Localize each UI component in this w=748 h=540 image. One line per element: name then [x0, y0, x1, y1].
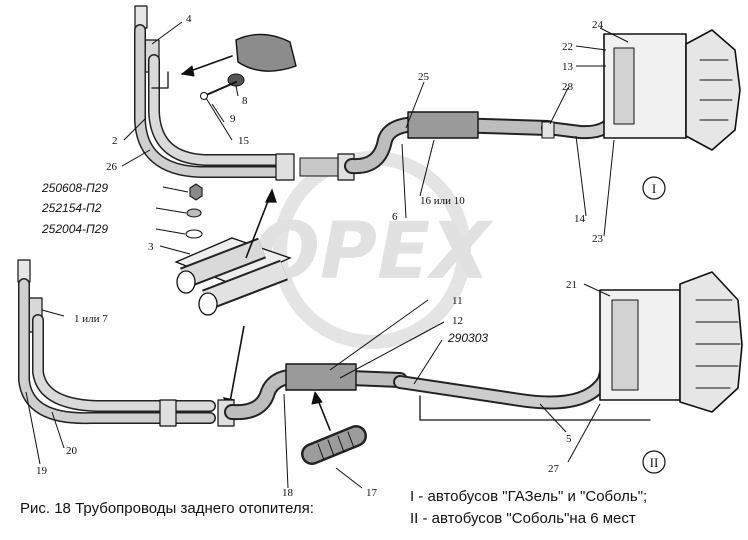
- label-21: 21: [566, 279, 577, 291]
- figure-caption: Рис. 18 Трубопроводы заднего отопителя:: [20, 500, 314, 517]
- label-20: 20: [66, 445, 78, 457]
- label-14: 14: [574, 213, 586, 225]
- spring-washer-icon: [186, 208, 202, 218]
- label-28: 28: [562, 81, 574, 93]
- caption-line-II: II - автобусов "Соболь"на 6 мест: [410, 510, 636, 527]
- label-252004-P29: 252004-П29: [41, 222, 108, 236]
- label-6: 6: [392, 211, 398, 223]
- heater-core-II: [611, 299, 639, 391]
- clamp-8: [235, 33, 297, 72]
- label-27: 27: [548, 463, 560, 475]
- marker-II: II: [650, 455, 659, 470]
- label-1-ili-7: 1 или 7: [74, 313, 108, 325]
- bracket-tube-end-a: [176, 270, 196, 294]
- hose-clamp-II-a: [159, 399, 177, 427]
- label-22: 22: [562, 41, 573, 53]
- clamp-28: [541, 121, 555, 139]
- fasteners: [155, 183, 203, 239]
- label-19: 19: [36, 465, 48, 477]
- leader-250608: [162, 186, 189, 193]
- bracket-tube-inner-a: [180, 239, 266, 287]
- heater-core-I: [613, 47, 635, 125]
- assembly-I: [134, 5, 741, 181]
- label-9: 9: [230, 113, 236, 125]
- label-290303: 290303: [447, 331, 488, 345]
- marker-II-circle: [642, 450, 666, 474]
- caption-line-I: I - автобусов "ГАЗель" и "Соболь";: [410, 488, 648, 505]
- heater-fan-II: [679, 271, 743, 413]
- leader-3: [159, 245, 191, 255]
- bracket-tube-end-b: [198, 292, 218, 316]
- hose-17-ribs: [317, 431, 355, 461]
- label-15: 15: [238, 135, 250, 147]
- callout-labels: 4 8 9 15 2 26 25 16 или 10 6 24 22 13 28…: [36, 13, 604, 499]
- pipe-5-inner: [395, 345, 617, 408]
- nut-icon: [189, 183, 203, 201]
- marker-I: I: [652, 181, 656, 196]
- junction-block-25: [407, 111, 479, 139]
- pipe-segment-I: [299, 157, 343, 177]
- label-12: 12: [452, 315, 463, 327]
- bracket-I: [151, 71, 169, 89]
- hose-clamp-I-a: [275, 153, 295, 181]
- label-24: 24: [592, 19, 604, 31]
- washer-icon: [185, 229, 203, 239]
- arrow-8-head: [181, 65, 195, 77]
- heater-fan-ribs-II: [695, 299, 741, 389]
- hose-17-inner: [303, 427, 365, 463]
- heater-fan-I: [685, 29, 741, 151]
- label-11: 11: [452, 295, 463, 307]
- assembly-markers: I II: [642, 176, 666, 474]
- hose-19-inner: [19, 279, 215, 423]
- label-25: 25: [418, 71, 430, 83]
- bracket-tube-inner-b: [202, 261, 288, 309]
- label-13: 13: [562, 61, 574, 73]
- bolt-head-9: [200, 92, 208, 100]
- hose-2-outer: [148, 54, 286, 166]
- label-8: 8: [242, 95, 248, 107]
- label-5: 5: [566, 433, 572, 445]
- label-250608-P29: 250608-П29: [41, 181, 108, 195]
- watermark-text: OPEX: [254, 207, 495, 297]
- hose-2-inner: [149, 55, 285, 165]
- mounting-rail-II: [419, 395, 651, 421]
- heater-fan-ribs-I: [699, 59, 733, 121]
- arrow-to-bracket-up: [245, 195, 271, 259]
- arrow-head-up: [264, 188, 277, 203]
- hose-20-outer: [32, 314, 216, 412]
- arrow-to-bracket-down: [229, 325, 245, 403]
- label-3: 3: [148, 241, 154, 253]
- label-252154-P2: 252154-П2: [41, 201, 102, 215]
- arrow-17-head: [311, 391, 323, 405]
- label-4: 4: [186, 13, 192, 25]
- marker-I-circle: [642, 176, 666, 200]
- leader-252154: [155, 207, 187, 214]
- label-17: 17: [366, 487, 378, 499]
- label-18: 18: [282, 487, 294, 499]
- label-16-ili-10: 16 или 10: [420, 195, 465, 207]
- bolt-9: [203, 81, 237, 97]
- bracket-3: [159, 188, 292, 412]
- assembly-II: [17, 259, 743, 465]
- label-26: 26: [106, 161, 118, 173]
- arrow-17: [317, 399, 331, 431]
- hose-20-inner: [33, 315, 215, 411]
- label-2: 2: [112, 135, 118, 147]
- leader-252004: [155, 228, 186, 235]
- label-23: 23: [592, 233, 604, 245]
- leader-lines: [25, 21, 629, 489]
- junction-block-12: [285, 363, 357, 391]
